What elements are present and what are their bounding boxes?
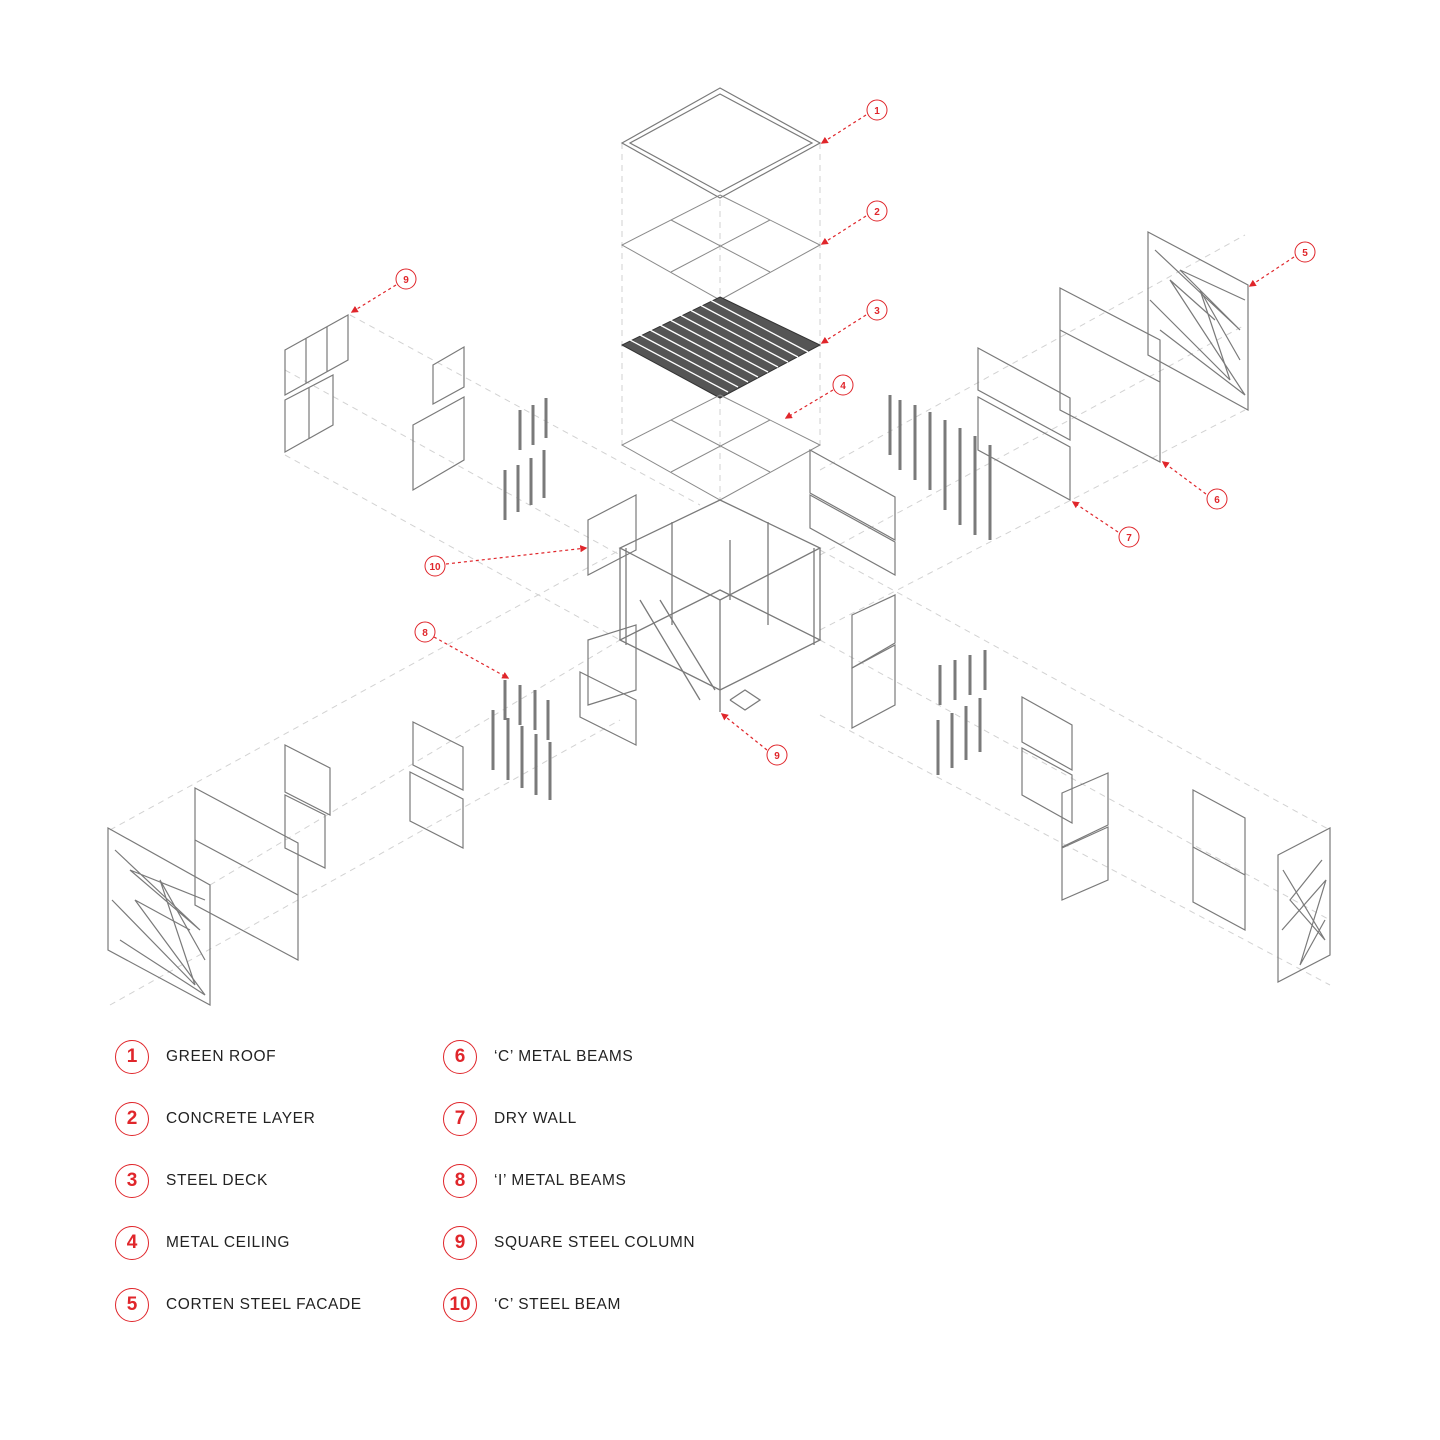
legend-number-badge: 10 xyxy=(443,1288,477,1322)
concrete-layer xyxy=(620,194,822,301)
left-back-wall-components xyxy=(284,313,637,576)
green-roof-layer xyxy=(620,87,822,199)
corten-facade-front-left xyxy=(107,826,211,1007)
legend-number-badge: 1 xyxy=(115,1040,149,1074)
legend-item-9: 9 SQUARE STEEL COLUMN xyxy=(443,1223,695,1263)
legend-number-badge: 6 xyxy=(443,1040,477,1074)
callout-1: 1 xyxy=(866,99,888,121)
legend-number-badge: 5 xyxy=(115,1288,149,1322)
legend-label: GREEN ROOF xyxy=(166,1048,277,1065)
svg-text:7: 7 xyxy=(1126,533,1132,544)
legend-item-7: 7 DRY WALL xyxy=(443,1099,577,1139)
legend-label: CORTEN STEEL FACADE xyxy=(166,1296,362,1313)
front-left-i-beams xyxy=(491,680,552,800)
legend-number-badge: 7 xyxy=(443,1102,477,1136)
svg-text:9: 9 xyxy=(403,275,409,286)
legend-item-8: 8 ‘I’ METAL BEAMS xyxy=(443,1161,626,1201)
legend-label: ‘C’ STEEL BEAM xyxy=(494,1296,621,1313)
right-back-i-beams xyxy=(888,395,992,540)
legend-item-3: 3 STEEL DECK xyxy=(115,1161,268,1201)
svg-text:1: 1 xyxy=(874,106,880,117)
front-right-i-beams xyxy=(936,650,987,775)
svg-text:6: 6 xyxy=(1214,495,1220,506)
legend-label: DRY WALL xyxy=(494,1110,577,1127)
legend-number-badge: 2 xyxy=(115,1102,149,1136)
legend-number-badge: 9 xyxy=(443,1226,477,1260)
front-left-wall-components xyxy=(194,624,637,962)
legend-label: METAL CEILING xyxy=(166,1234,291,1251)
svg-text:4: 4 xyxy=(840,381,846,392)
svg-text:5: 5 xyxy=(1302,248,1308,259)
legend-item-1: 1 GREEN ROOF xyxy=(115,1037,276,1077)
central-steel-frame xyxy=(618,499,822,712)
legend-label: SQUARE STEEL COLUMN xyxy=(494,1234,696,1251)
svg-text:8: 8 xyxy=(422,628,428,639)
svg-text:10: 10 xyxy=(429,562,441,573)
callout-9-top: 9 xyxy=(395,268,417,290)
callout-5: 5 xyxy=(1294,241,1316,263)
legend-number-badge: 8 xyxy=(443,1164,477,1198)
svg-text:9: 9 xyxy=(774,751,780,762)
legend-number-badge: 3 xyxy=(115,1164,149,1198)
guide-lines xyxy=(109,143,1331,1006)
right-back-wall-components xyxy=(809,287,1161,730)
legend-item-2: 2 CONCRETE LAYER xyxy=(115,1099,315,1139)
legend-label: ‘C’ METAL BEAMS xyxy=(494,1048,634,1065)
callout-4: 4 xyxy=(832,374,854,396)
legend-label: STEEL DECK xyxy=(166,1172,268,1189)
legend-item-5: 5 CORTEN STEEL FACADE xyxy=(115,1285,362,1325)
legend-item-6: 6 ‘C’ METAL BEAMS xyxy=(443,1037,633,1077)
legend-label: ‘I’ METAL BEAMS xyxy=(494,1172,627,1189)
callout-10: 10 xyxy=(424,555,446,577)
callout-2: 2 xyxy=(866,200,888,222)
legend-label: CONCRETE LAYER xyxy=(166,1110,316,1127)
callout-3: 3 xyxy=(866,299,888,321)
legend-item-4: 4 METAL CEILING xyxy=(115,1223,290,1263)
steel-deck xyxy=(620,296,822,399)
metal-ceiling xyxy=(620,394,822,501)
front-right-wall-components xyxy=(1021,695,1246,932)
legend-item-10: 10 ‘C’ STEEL BEAM xyxy=(443,1285,621,1325)
callout-6: 6 xyxy=(1206,488,1228,510)
callout-8: 8 xyxy=(414,621,436,643)
callout-9-bottom: 9 xyxy=(766,744,788,766)
svg-text:2: 2 xyxy=(874,207,880,218)
left-back-i-beams xyxy=(503,398,548,520)
exploded-axonometric-diagram: 1 2 3 4 5 6 7 8 9 9 10 xyxy=(107,87,1331,1007)
callout-7: 7 xyxy=(1118,526,1140,548)
svg-text:3: 3 xyxy=(874,306,880,317)
corten-facade-front-right xyxy=(1277,827,1331,983)
corten-facade-back-right xyxy=(1147,231,1249,412)
callout-leaders xyxy=(350,114,1295,751)
legend-number-badge: 4 xyxy=(115,1226,149,1260)
